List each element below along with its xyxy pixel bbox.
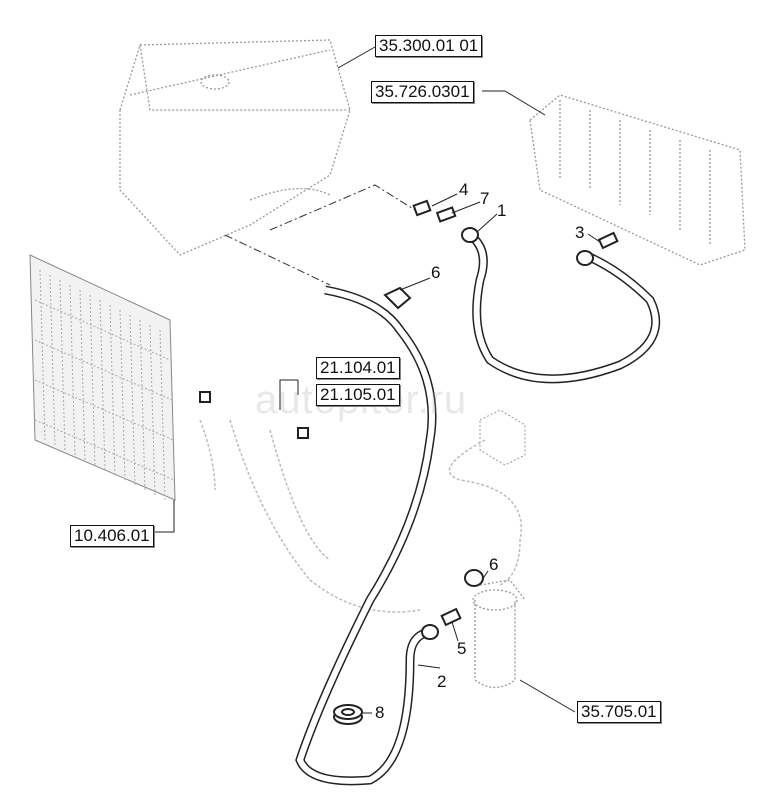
part-number-8: 8 (375, 703, 385, 722)
ref-tank-label[interactable]: 35.300.01 01 (375, 35, 483, 57)
ref-21-105-label[interactable]: 21.105.01 (316, 384, 400, 406)
part-8-ring (333, 704, 363, 725)
control-valve (529, 94, 746, 266)
ref-cooler-label[interactable]: 10.406.01 (70, 525, 154, 547)
ref-filter-label[interactable]: 35.705.01 (577, 701, 661, 723)
oil-filter (472, 579, 526, 689)
part-number-7: 7 (480, 189, 490, 208)
ref-21-104-label[interactable]: 21.104.01 (316, 357, 400, 379)
oil-cooler (29, 254, 176, 501)
part-number-5: 5 (457, 639, 467, 658)
part-number-1: 1 (497, 201, 507, 220)
part-number-3: 3 (575, 223, 585, 242)
ghost-hoses (199, 419, 522, 613)
part-number-2: 2 (437, 672, 447, 691)
leader-lines (155, 46, 601, 714)
part-number-4: 4 (459, 180, 469, 199)
connection-lines (224, 184, 416, 286)
fittings (199, 199, 619, 640)
part-number-6-top: 6 (431, 263, 441, 282)
part-number-6-bottom: 6 (489, 555, 499, 574)
ref-valve-label[interactable]: 35.726.0301 (371, 81, 474, 103)
valve-block-small (479, 409, 526, 466)
hydraulic-tank (119, 39, 351, 256)
